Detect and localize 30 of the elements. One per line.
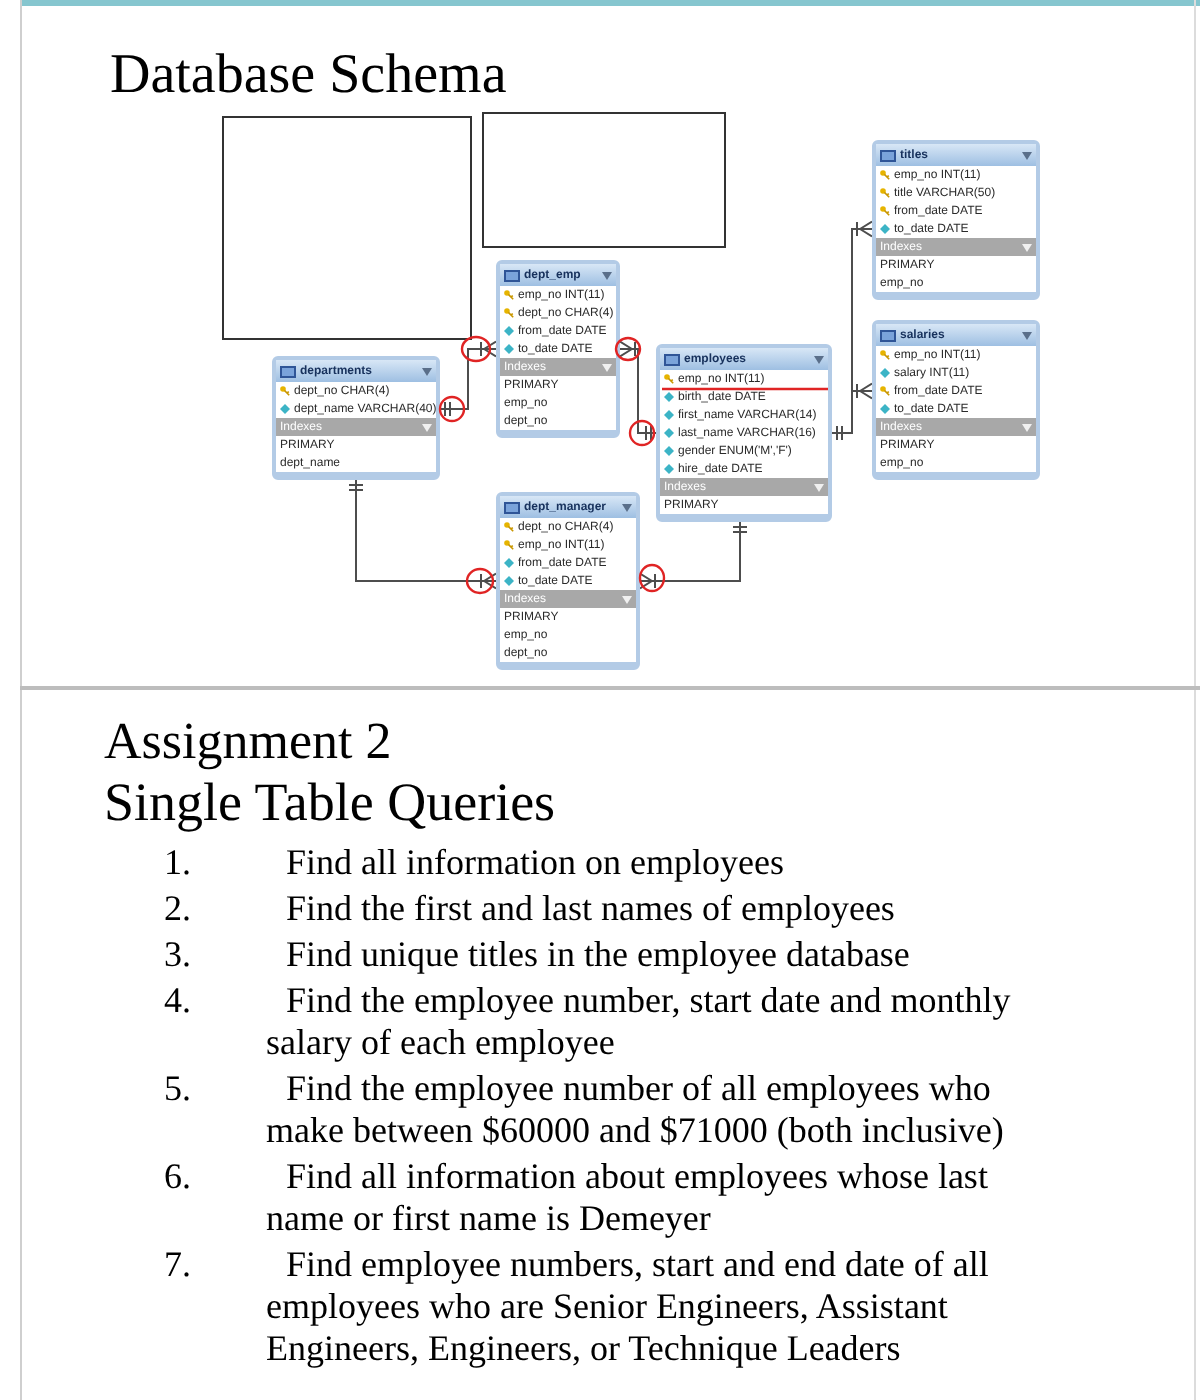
section-heading: Assignment 2 xyxy=(104,712,392,772)
table-card xyxy=(656,344,832,522)
list-item-text: Find employee numbers, start and end date of all employees who are Senior Engineers, Assistant Engineers, Engineers, or Technique Leaders xyxy=(266,1244,991,1370)
table-card xyxy=(496,260,620,438)
list-number: 7. xyxy=(164,1244,191,1286)
table-card xyxy=(496,492,640,670)
blank-rectangle xyxy=(222,116,472,340)
list-item-text: Find unique titles in the employee database xyxy=(284,934,912,976)
list-item-text: Find all information about employees whose last name or first name is Demeyer xyxy=(266,1156,990,1240)
relationship-line xyxy=(439,340,497,416)
relationship-line xyxy=(639,521,747,590)
blank-rectangle xyxy=(482,112,726,248)
list-item-text: Find the employee number, start date and monthly salary of each employee xyxy=(266,980,1013,1064)
relationship-line xyxy=(619,340,657,440)
relationship-line xyxy=(349,479,497,590)
table-card xyxy=(872,320,1040,480)
section-subheading: Single Table Queries xyxy=(104,772,556,832)
list-number: 2. xyxy=(164,888,191,930)
table-card xyxy=(272,356,440,480)
list-item-text: Find the first and last names of employees xyxy=(284,888,897,930)
table-card xyxy=(872,140,1040,300)
diagram-title: Database Schema xyxy=(110,44,507,108)
list-number: 1. xyxy=(164,842,191,884)
list-number: 6. xyxy=(164,1156,191,1198)
list-number: 5. xyxy=(164,1068,191,1110)
relationship-line xyxy=(831,382,873,440)
list-item-text: Find all information on employees xyxy=(284,842,786,884)
list-number: 4. xyxy=(164,980,191,1022)
list-number: 3. xyxy=(164,934,191,976)
list-item-text: Find the employee number of all employees who make between $60000 and $71000 (both inclusive) xyxy=(266,1068,1006,1152)
